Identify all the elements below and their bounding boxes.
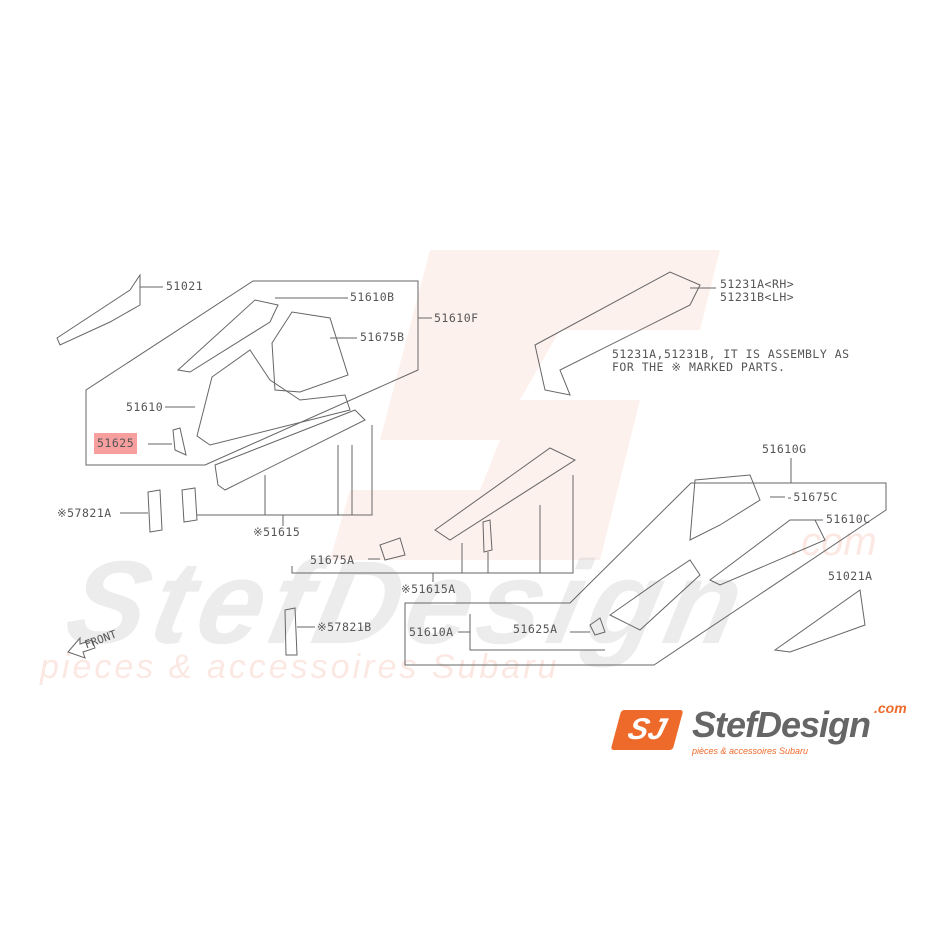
part-57821b: [284, 607, 298, 656]
logo-com: .com: [874, 700, 907, 716]
label-51625-highlighted[interactable]: 51625: [94, 433, 138, 454]
label-57821a[interactable]: ※57821A: [57, 506, 112, 520]
part-51231: [534, 271, 701, 396]
label-51610a[interactable]: 51610A: [409, 625, 454, 639]
group-frame-51610g: [404, 482, 887, 666]
label-51625a[interactable]: 51625A: [513, 622, 558, 636]
part-51615-rail: [214, 409, 366, 491]
label-51610c[interactable]: 51610C: [826, 512, 871, 526]
watermark-com: .com: [790, 520, 877, 564]
label-51610g[interactable]: 51610G: [762, 442, 807, 456]
front-arrow-icon: [67, 636, 96, 659]
label-51231b[interactable]: 51231B<LH>: [720, 290, 795, 304]
label-51231a[interactable]: 51231A<RH>: [720, 277, 795, 291]
stefdesign-logo: SJ StefDesign .com pièces & accessoires …: [610, 700, 922, 762]
label-51615[interactable]: ※51615: [253, 525, 301, 539]
part-51610: [196, 349, 351, 446]
note-line-2: FOR THE ※ MARKED PARTS.: [612, 360, 786, 374]
label-51021[interactable]: 51021: [166, 279, 204, 293]
part-51610a: [609, 559, 701, 631]
part-51625: [172, 427, 187, 456]
label-57821b[interactable]: ※57821B: [317, 620, 372, 634]
part-51675b: [271, 311, 349, 393]
part-51675c: [689, 474, 761, 541]
watermark-tagline: pieces & accessoires Subaru: [40, 648, 560, 686]
logo-name: StefDesign: [692, 704, 871, 745]
part-51625a: [589, 617, 606, 636]
group-frame-51610f: [85, 280, 419, 466]
label-51675c[interactable]: -51675C: [786, 490, 838, 504]
part-51021: [56, 273, 141, 346]
part-51021a: [773, 589, 866, 653]
label-51615a[interactable]: ※51615A: [401, 582, 456, 596]
note-line-1: 51231A,51231B, IT IS ASSEMBLY AS: [612, 347, 850, 361]
part-51610c: [709, 519, 826, 586]
part-57821a-2: [181, 487, 198, 523]
part-51615a-bracket: [482, 519, 493, 553]
label-51610f[interactable]: 51610F: [434, 311, 479, 325]
logo-tagline: pièces & accessoires Subaru: [692, 746, 809, 756]
part-51615a-rail: [434, 447, 577, 541]
part-51675a: [379, 537, 406, 561]
part-51610b: [176, 299, 279, 373]
label-51610b[interactable]: 51610B: [350, 290, 395, 304]
label-51675b[interactable]: 51675B: [360, 330, 405, 344]
logo-mark: SJ: [610, 710, 684, 750]
part-57821a: [147, 489, 163, 533]
label-51021a[interactable]: 51021A: [828, 569, 873, 583]
label-51675a[interactable]: 51675A: [310, 553, 355, 567]
label-51610[interactable]: 51610: [126, 400, 164, 414]
